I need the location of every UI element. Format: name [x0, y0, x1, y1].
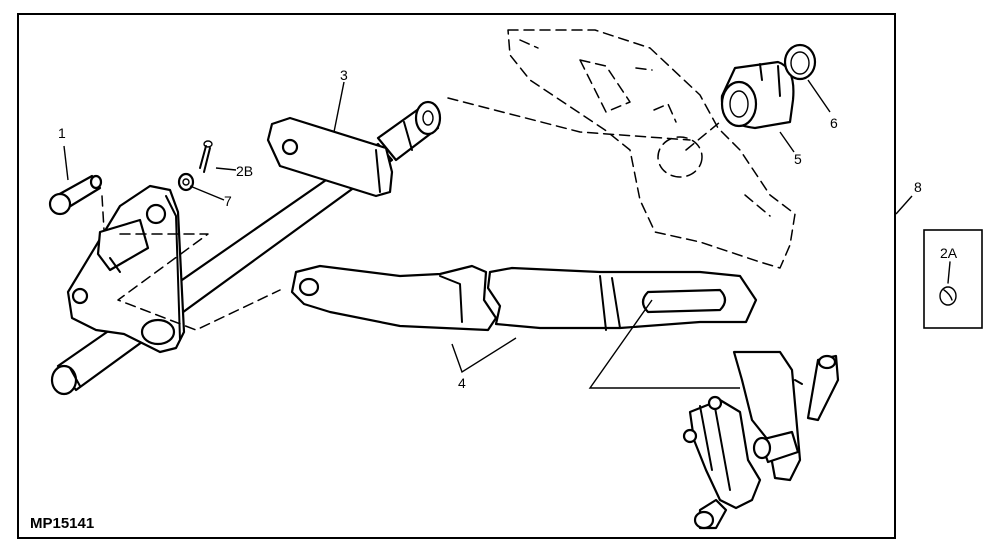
- lower-linkage-assembly: [682, 350, 840, 530]
- clevis-pin-part-1: [48, 174, 103, 216]
- callout-5: 5: [794, 151, 802, 167]
- callout-2a: 2A: [940, 245, 958, 261]
- callout-1: 1: [58, 125, 66, 141]
- lift-arm-left: [66, 184, 186, 354]
- callout-7: 7: [224, 193, 232, 209]
- mounting-plate-phantom: [507, 29, 796, 269]
- callout-4: 4: [458, 375, 466, 391]
- leader-lines: [63, 79, 913, 389]
- cotter-pin-part-2b: [199, 140, 213, 173]
- callout-8: 8: [914, 179, 922, 195]
- link-part-4: [290, 264, 758, 332]
- alignment-lines: [101, 97, 721, 331]
- diagram-frame: [17, 13, 896, 539]
- callout-2b: 2B: [236, 163, 253, 179]
- bushing-part-5: [720, 60, 795, 130]
- washer-part-7: [177, 172, 195, 192]
- callout-3: 3: [340, 67, 348, 83]
- figure-id: MP15141: [30, 515, 94, 532]
- callout-6: 6: [830, 115, 838, 131]
- retaining-ring-part-6: [783, 43, 817, 81]
- inset-box-2a: [923, 229, 983, 329]
